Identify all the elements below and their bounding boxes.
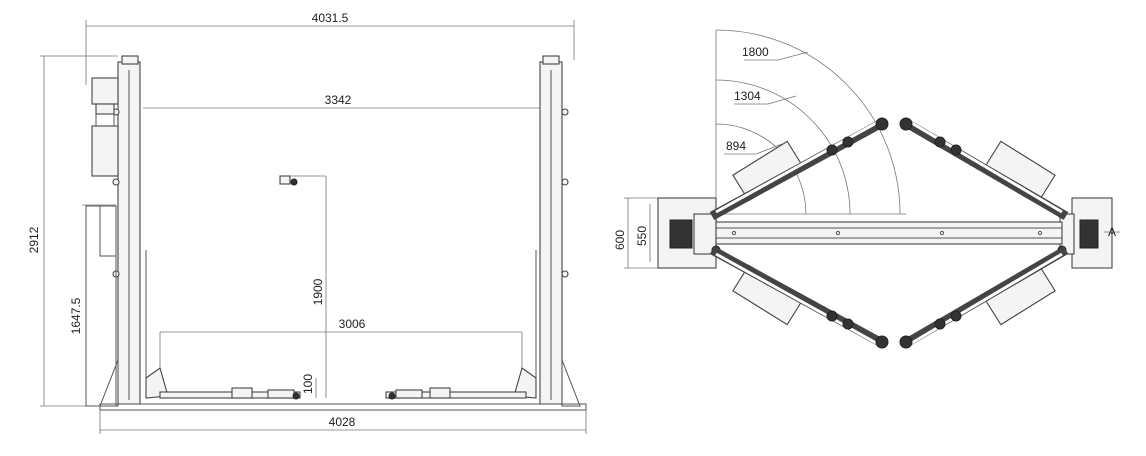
dim-width-outer: 600	[613, 230, 627, 250]
dim-base-width: 4028	[329, 415, 356, 429]
motor-unit	[91, 77, 119, 105]
right-column-cap	[542, 55, 560, 65]
arc-1304	[715, 79, 851, 215]
dim-overall-top: 4031.5	[312, 11, 349, 25]
right-column-top	[1079, 219, 1099, 249]
dim-arc-inner: 894	[726, 139, 746, 153]
dim-inner-lower: 3006	[339, 317, 366, 331]
dim-min-height: 100	[301, 374, 315, 394]
left-lift-arm	[159, 391, 301, 399]
left-column-top	[669, 219, 693, 249]
dim-lift-height: 1900	[311, 278, 325, 305]
floor-base	[99, 403, 587, 411]
lift-pad-raised	[279, 175, 291, 185]
dim-arc-outer: 1800	[742, 45, 769, 59]
dim-inner-top: 3342	[325, 93, 352, 107]
oil-tank	[91, 125, 119, 177]
dim-arc-mid: 1304	[734, 89, 761, 103]
floor-cover-plate	[715, 221, 1063, 245]
arm-lower-left	[709, 246, 889, 349]
right-lift-arm	[385, 391, 527, 399]
top-view: 1800 1304 894 600 550 A	[613, 29, 1120, 349]
dim-total-height: 2912	[27, 226, 41, 253]
arm-lower-right	[899, 246, 1069, 349]
arm-upper-right	[899, 117, 1069, 220]
arc-1800	[715, 29, 901, 215]
front-view: 4031.5 3342 2912 1647.5	[27, 11, 587, 434]
dim-width-inner: 550	[635, 226, 649, 246]
dim-motor-height: 1647.5	[69, 297, 83, 334]
arm-upper-left	[709, 117, 889, 220]
left-column-cap	[121, 55, 139, 65]
